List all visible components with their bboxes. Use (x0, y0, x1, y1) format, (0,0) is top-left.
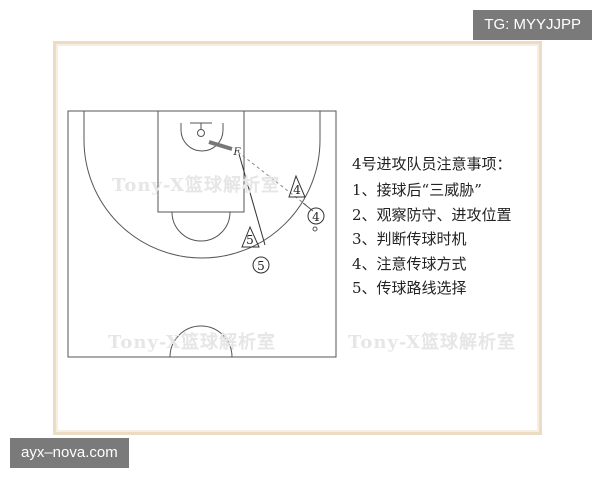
player-4-circle-label: 4 (312, 210, 320, 224)
player-4-mark (312, 226, 318, 232)
pass-line-to-4 (237, 151, 307, 206)
restricted-arc (180, 123, 224, 152)
paint-lane (157, 110, 245, 213)
notes-item: 5、传球路线选择 (352, 279, 467, 297)
three-point-line (83, 111, 321, 259)
watermark-1: Tony-X篮球解析室 (112, 175, 281, 196)
defender-arm (208, 140, 233, 151)
court-boundary (67, 110, 337, 358)
defender-4-triangle (288, 174, 306, 198)
notes-title: 4号进攻队员注意事项： (352, 155, 512, 173)
hoop (197, 129, 205, 137)
player-5-triangle-label: 5 (246, 233, 254, 247)
site-badge: ayx–nova.com (10, 438, 129, 468)
passer-marker: F (233, 147, 242, 158)
cut-line-5 (238, 153, 266, 246)
free-throw-circle (171, 211, 231, 242)
tg-badge: TG: MYYJJPP (473, 10, 592, 40)
center-circle (169, 325, 233, 358)
notes-panel: 4号进攻队员注意事项： 1、接球后“三威胁” 2、观察防守、进攻位置 3、判断传… (352, 153, 512, 301)
watermark-3: Tony-X篮球解析室 (348, 332, 517, 353)
diagram-frame (53, 41, 542, 435)
player-5-circle (252, 256, 270, 274)
player-4-triangle-label: 4 (293, 183, 301, 197)
watermark-2: Tony-X篮球解析室 (108, 332, 277, 353)
notes-item: 3、判断传球时机 (352, 230, 467, 248)
notes-item: 2、观察防守、进攻位置 (352, 205, 512, 224)
player-4-circle (307, 207, 325, 225)
notes-item: 1、接球后“三威胁” (352, 181, 482, 199)
defender-5-triangle (241, 225, 260, 248)
notes-item: 4、注意传球方式 (352, 254, 467, 273)
player-5-circle-label: 5 (257, 259, 265, 273)
